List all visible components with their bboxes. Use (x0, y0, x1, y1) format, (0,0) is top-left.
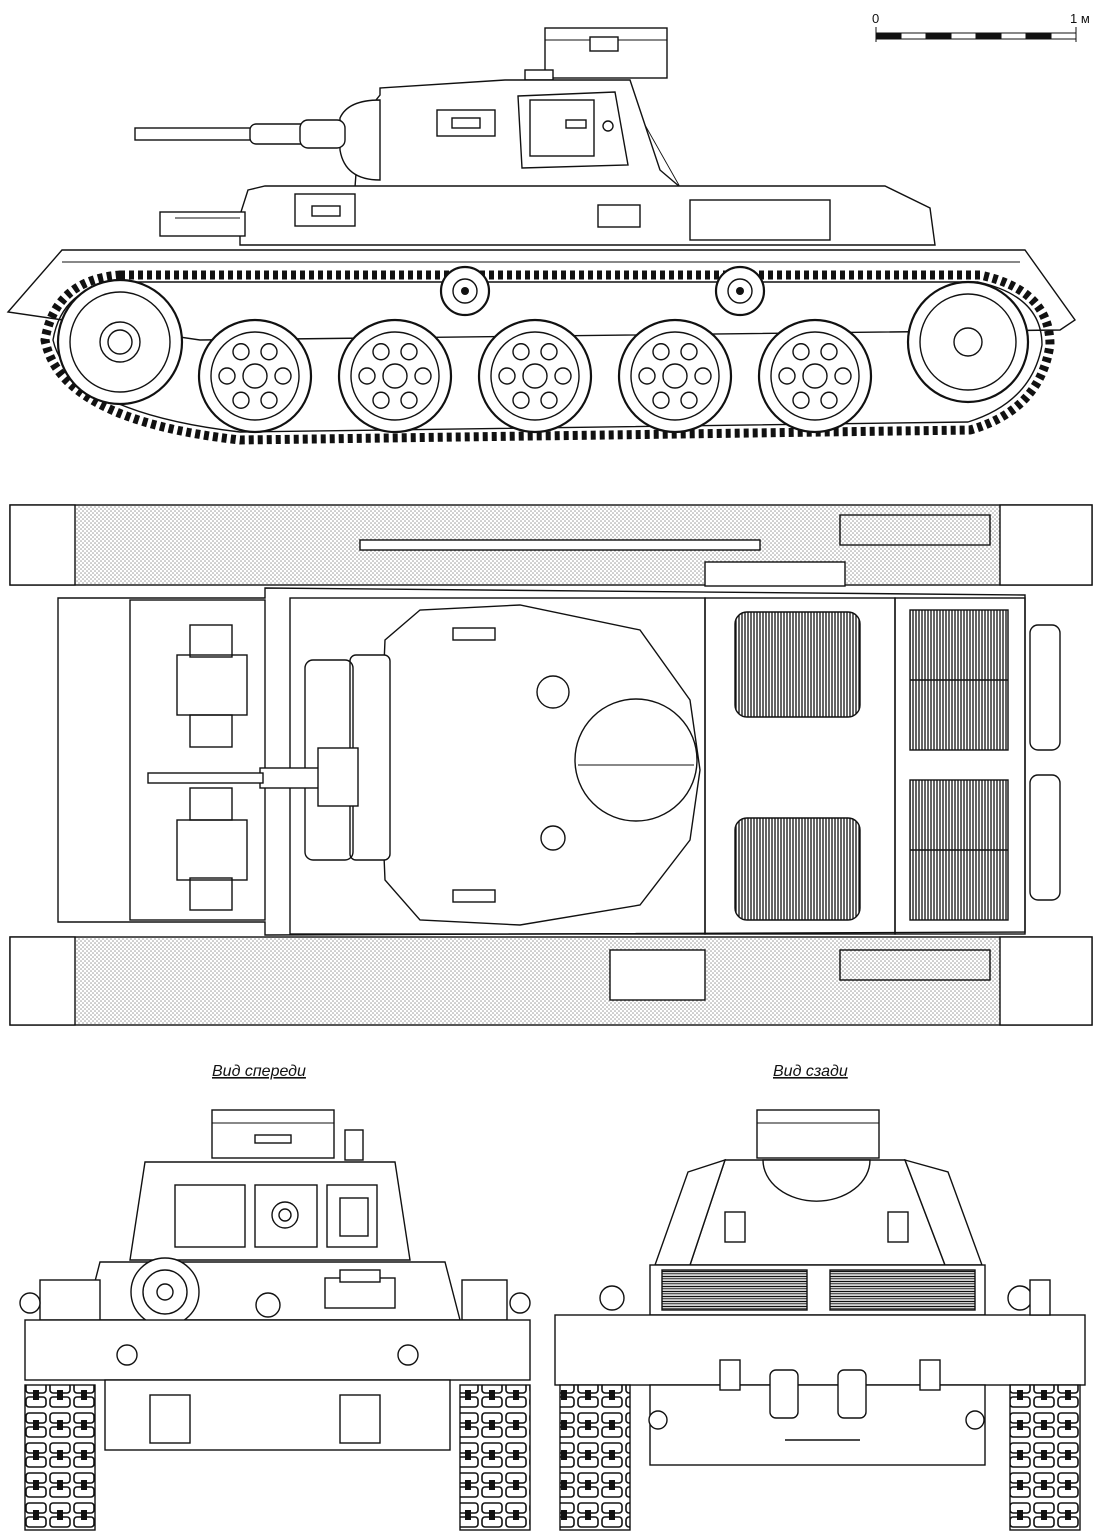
road-wheel (197, 318, 313, 434)
road-wheel (757, 318, 873, 434)
side-view (6, 27, 1076, 445)
scale-start-label: 0 (872, 11, 879, 26)
front-track-right (459, 1384, 531, 1531)
top-view (9, 504, 1093, 1026)
track-run (40, 270, 1055, 445)
front-cupola (211, 1109, 335, 1159)
rear-view-label: Вид сзади (773, 1063, 848, 1080)
drive-sprocket (56, 278, 184, 406)
idler-wheel (906, 280, 1030, 404)
road-wheel (477, 318, 593, 434)
return-roller (439, 265, 491, 317)
rear-view (554, 1109, 1086, 1531)
front-track-left (24, 1384, 96, 1531)
scale-segment (1025, 32, 1052, 40)
front-view (19, 1109, 531, 1531)
engine-deck-grille-right (734, 817, 861, 921)
scale-segment (925, 32, 952, 40)
scale-segment (1050, 32, 1077, 40)
engine-deck-grille-left (734, 611, 861, 718)
track-top-right (9, 936, 1093, 1026)
scale-segments (875, 27, 1077, 42)
rear-cupola (756, 1109, 880, 1159)
scale-end-label: 1 м (1070, 11, 1090, 26)
turret-top (379, 604, 701, 926)
rear-grille-right (829, 1269, 976, 1311)
road-wheels (197, 318, 873, 434)
rear-grille-left (661, 1269, 808, 1311)
scale-segment (975, 32, 1002, 40)
commander-cupola (544, 27, 668, 79)
return-roller (714, 265, 766, 317)
road-wheel (337, 318, 453, 434)
rear-track-right (1009, 1384, 1081, 1531)
scale-segment (1000, 32, 1027, 40)
road-wheel (617, 318, 733, 434)
return-rollers (439, 265, 766, 317)
front-hull-plate (24, 1319, 531, 1381)
rear-hull-plate (554, 1314, 1086, 1386)
front-view-label: Вид спереди (212, 1063, 306, 1080)
scale-segment (875, 32, 902, 40)
commander-cupola-top (574, 698, 698, 822)
scale-bar: 0 1 м (872, 11, 1090, 42)
scale-segment (900, 32, 927, 40)
scale-segment (950, 32, 977, 40)
rear-track-left (559, 1384, 631, 1531)
